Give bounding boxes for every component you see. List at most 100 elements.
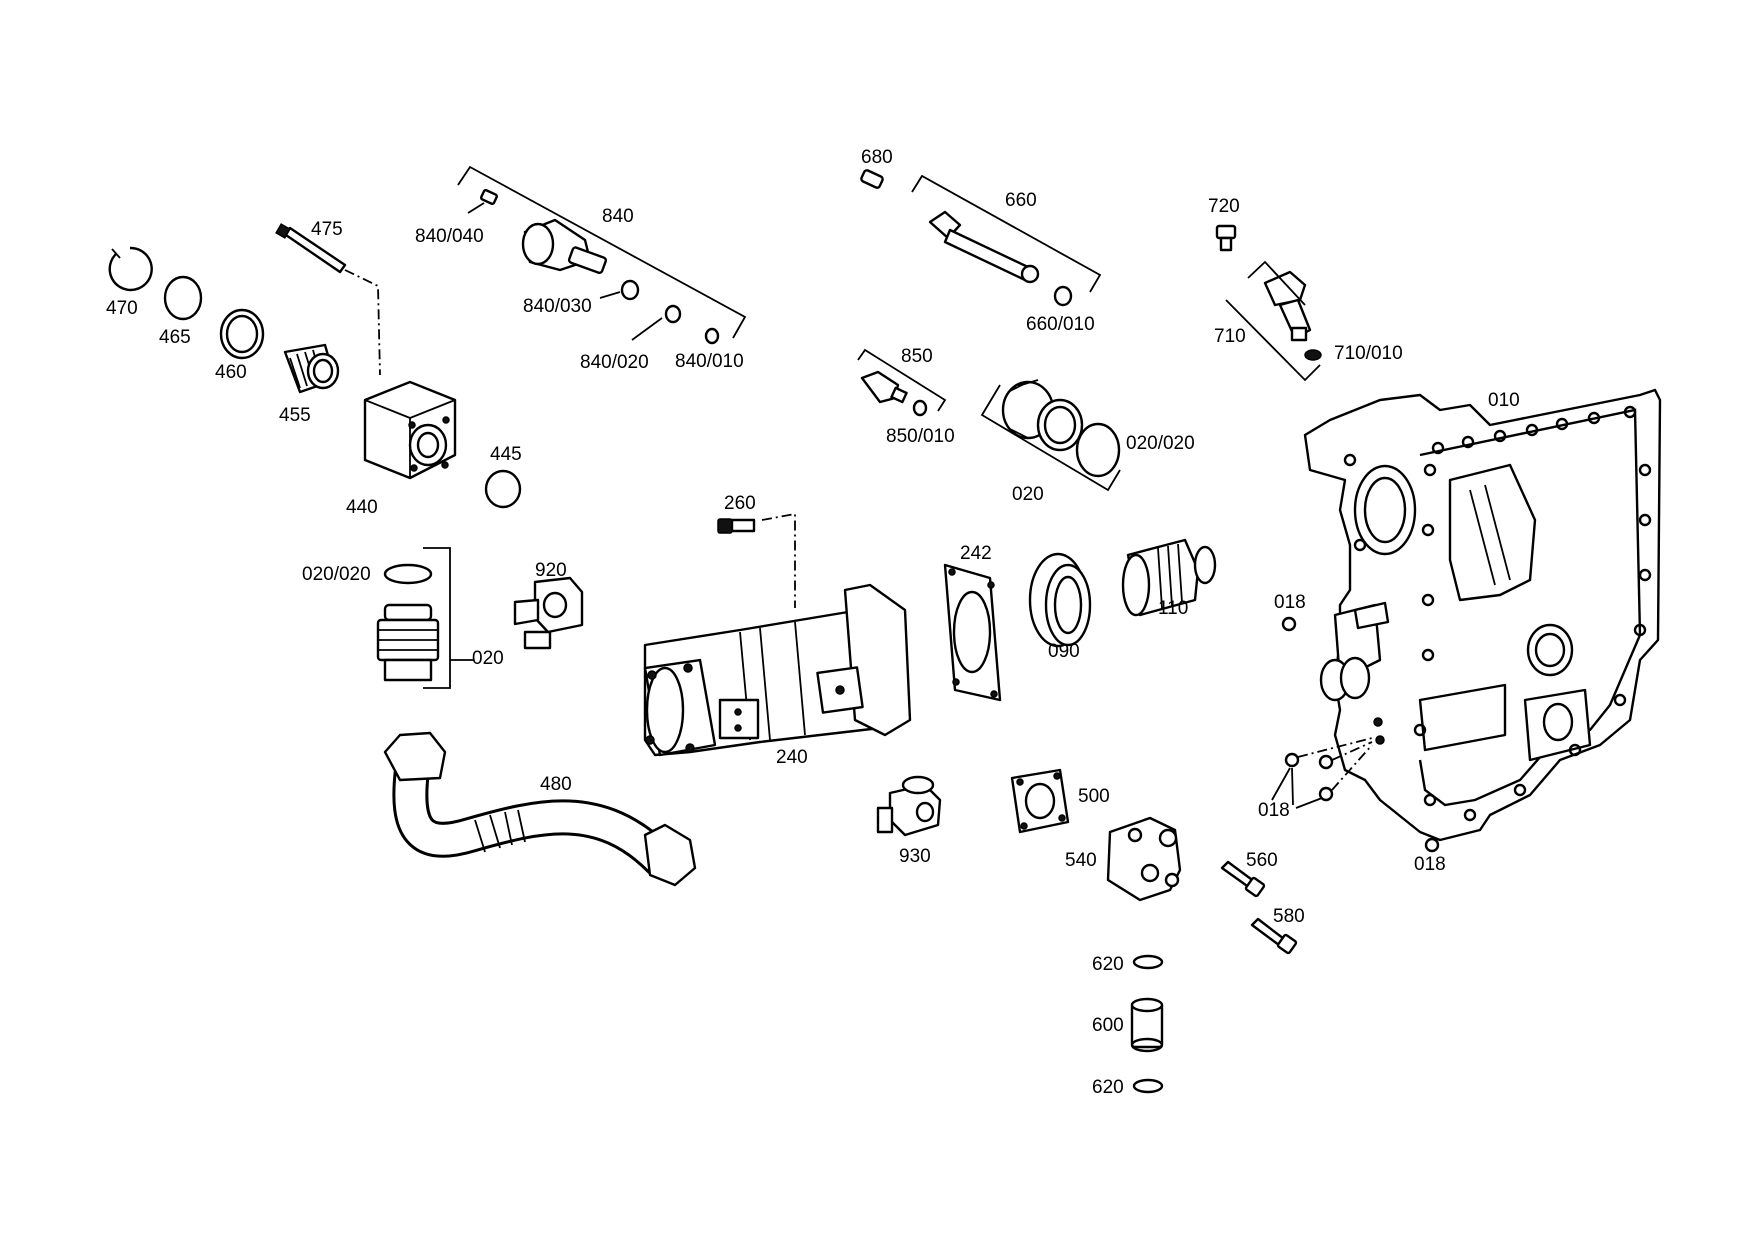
part-460-ring[interactable] xyxy=(219,308,265,360)
dashline-018 xyxy=(1297,737,1373,791)
bracket-020-left xyxy=(423,547,474,689)
part-620-bottom-o-ring[interactable] xyxy=(1132,1078,1164,1094)
label-018-middle: 018 xyxy=(1258,800,1290,821)
part-660-shaft[interactable] xyxy=(928,210,1040,284)
part-500-gasket[interactable] xyxy=(1010,768,1070,834)
part-020-020-right-o-ring[interactable] xyxy=(1075,422,1121,478)
part-020-020-left-o-ring[interactable] xyxy=(383,563,433,585)
label-660-010: 660/010 xyxy=(1026,314,1095,335)
label-110: 110 xyxy=(1158,598,1188,619)
label-850-010: 850/010 xyxy=(886,426,955,447)
part-020-left-fitting[interactable] xyxy=(376,603,440,682)
part-720-screw[interactable] xyxy=(1215,224,1237,252)
label-680: 680 xyxy=(861,147,893,168)
label-010: 010 xyxy=(1488,390,1520,411)
part-660-010-o-ring[interactable] xyxy=(1053,285,1073,307)
part-710-sensor[interactable] xyxy=(1263,270,1312,342)
part-090-shaft-seal[interactable] xyxy=(1028,552,1092,648)
part-850-010-o-ring[interactable] xyxy=(912,399,928,417)
leader-840-030 xyxy=(599,291,621,299)
label-620-bottom: 620 xyxy=(1092,1077,1124,1098)
part-110-coupling[interactable] xyxy=(1121,538,1217,617)
part-840-020-o-ring[interactable] xyxy=(664,304,682,324)
label-580: 580 xyxy=(1273,906,1305,927)
bracket-840 xyxy=(457,165,747,339)
bracket-020-right xyxy=(980,384,1121,492)
part-680-screw[interactable] xyxy=(860,169,884,189)
label-850: 850 xyxy=(901,346,933,367)
label-455: 455 xyxy=(279,405,311,426)
label-710: 710 xyxy=(1214,326,1246,347)
bracket-710 xyxy=(1225,260,1321,382)
label-440: 440 xyxy=(346,497,378,518)
part-920-fitting[interactable] xyxy=(513,576,584,650)
part-840-040-screw[interactable] xyxy=(480,188,498,206)
label-242: 242 xyxy=(960,543,992,564)
part-470-snap-ring[interactable] xyxy=(108,246,153,292)
label-445: 445 xyxy=(490,444,522,465)
label-720: 720 xyxy=(1208,196,1240,217)
leader-840-020 xyxy=(631,317,663,341)
label-840: 840 xyxy=(602,206,634,227)
part-620-top-o-ring[interactable] xyxy=(1132,954,1164,970)
label-470: 470 xyxy=(106,298,138,319)
label-560: 560 xyxy=(1246,850,1278,871)
part-440-valve-block[interactable] xyxy=(363,380,457,480)
label-020-020-left: 020/020 xyxy=(302,564,371,585)
label-475: 475 xyxy=(311,219,343,240)
leader-018 xyxy=(1271,767,1323,809)
part-840-valve[interactable] xyxy=(521,218,608,275)
part-600-sleeve[interactable] xyxy=(1130,997,1164,1053)
label-930: 930 xyxy=(899,846,931,867)
part-850-fitting[interactable] xyxy=(860,370,908,404)
label-465: 465 xyxy=(159,327,191,348)
bracket-850 xyxy=(857,348,947,412)
label-020-020-right: 020/020 xyxy=(1126,433,1195,454)
part-445-o-ring[interactable] xyxy=(484,469,522,509)
part-240-hydraulic-pump[interactable] xyxy=(643,583,912,757)
label-920: 920 xyxy=(535,560,567,581)
part-010-gearbox-housing[interactable] xyxy=(1303,388,1662,842)
label-500: 500 xyxy=(1078,786,1110,807)
label-090: 090 xyxy=(1048,641,1080,662)
part-465-o-ring[interactable] xyxy=(163,275,203,321)
part-840-010-o-ring[interactable] xyxy=(704,327,720,345)
part-560-bolt[interactable] xyxy=(1220,860,1266,898)
label-710-010: 710/010 xyxy=(1334,343,1403,364)
label-660: 660 xyxy=(1005,190,1037,211)
part-242-gasket[interactable] xyxy=(943,563,1002,702)
label-840-010: 840/010 xyxy=(675,351,744,372)
label-480: 480 xyxy=(540,774,572,795)
label-018-lower: 018 xyxy=(1414,854,1446,875)
part-260-bolt[interactable] xyxy=(717,518,756,534)
label-020-right: 020 xyxy=(1012,484,1044,505)
part-018-pin-upper[interactable] xyxy=(1281,616,1297,632)
part-930-fitting[interactable] xyxy=(876,775,942,837)
part-840-030-o-ring[interactable] xyxy=(620,279,640,301)
label-020-left: 020 xyxy=(472,648,504,669)
part-020-right-fitting[interactable] xyxy=(1001,379,1084,452)
label-018-upper: 018 xyxy=(1274,592,1306,613)
part-540-housing[interactable] xyxy=(1106,816,1182,902)
label-600: 600 xyxy=(1092,1015,1124,1036)
part-018-pin-c[interactable] xyxy=(1318,786,1334,802)
part-480-hose[interactable] xyxy=(383,731,697,887)
dashline-260 xyxy=(761,512,796,608)
bracket-660 xyxy=(911,174,1102,293)
label-240: 240 xyxy=(776,747,808,768)
part-580-bolt[interactable] xyxy=(1250,917,1298,955)
part-475-bolt[interactable] xyxy=(275,223,381,376)
part-018-pin-b[interactable] xyxy=(1318,754,1334,770)
label-540: 540 xyxy=(1065,850,1097,871)
label-460: 460 xyxy=(215,362,247,383)
part-018-pin-a[interactable] xyxy=(1284,752,1300,768)
label-840-020: 840/020 xyxy=(580,352,649,373)
part-710-010-o-ring[interactable] xyxy=(1304,349,1322,361)
part-455-bearing[interactable] xyxy=(283,343,340,394)
label-840-040: 840/040 xyxy=(415,226,484,247)
part-018-pin-lower[interactable] xyxy=(1424,837,1440,853)
label-840-030: 840/030 xyxy=(523,296,592,317)
leader-840-040 xyxy=(467,202,485,214)
label-620-top: 620 xyxy=(1092,954,1124,975)
